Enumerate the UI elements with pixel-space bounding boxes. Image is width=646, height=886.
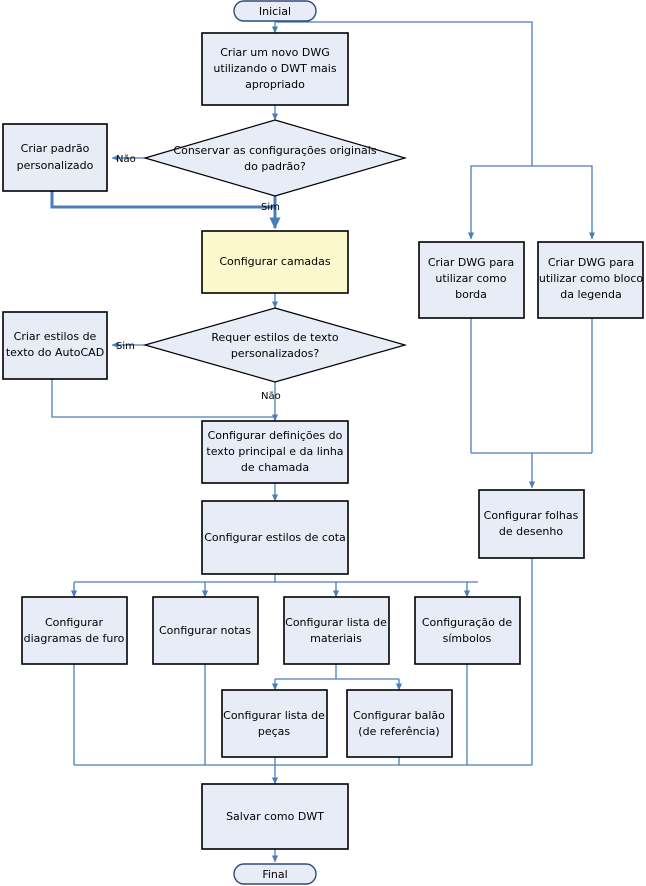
node-configure-layers-label: Configurar camadas bbox=[219, 255, 331, 268]
node-configure-bom[interactable]: Configurar lista de materiais bbox=[283, 596, 390, 665]
edge-label-defaults-no: Não bbox=[116, 154, 136, 165]
node-configure-sheets-line-1: Configurar folhas bbox=[484, 509, 579, 522]
node-dwg-title-block-line-3: da legenda bbox=[560, 288, 622, 301]
node-dwg-border[interactable]: Criar DWG para utilizar como borda bbox=[418, 241, 525, 319]
connector-custom-standard-merge bbox=[50, 191, 275, 209]
node-configure-symbols-line-2: símbolos bbox=[443, 632, 492, 645]
node-dwg-border-line-3: borda bbox=[455, 288, 487, 301]
node-create-textstyles-line-1: Criar estilos de bbox=[14, 330, 97, 343]
node-configure-parts-list-line-2: peças bbox=[258, 725, 291, 738]
node-configure-balloon-line-1: Configurar balão bbox=[353, 709, 445, 722]
node-end-label: Final bbox=[262, 868, 287, 881]
node-create-dwg-line-2: utilizando o DWT mais bbox=[213, 62, 336, 75]
node-configure-parts-list[interactable]: Configurar lista de peças bbox=[221, 689, 328, 758]
node-dwg-border-line-1: Criar DWG para bbox=[428, 256, 514, 269]
node-configure-text-defs-line-2: texto principal e da linha bbox=[206, 445, 343, 458]
node-configure-balloon-line-2: (de referência) bbox=[358, 725, 439, 738]
connector-branch-to-dwg-title-block bbox=[532, 165, 596, 240]
node-decision-textstyles-line-1: Requer estilos de texto bbox=[211, 331, 338, 344]
edge-label-textstyles-no: Não bbox=[261, 391, 281, 402]
node-save-dwt[interactable]: Salvar como DWT bbox=[201, 783, 349, 850]
node-dwg-border-line-2: utilizar como bbox=[435, 272, 506, 285]
connector-branch-to-dwg-border bbox=[467, 165, 532, 240]
node-configure-sheets[interactable]: Configurar folhas de desenho bbox=[478, 489, 585, 559]
node-configure-text-defs[interactable]: Configurar definições do texto principal… bbox=[201, 420, 349, 484]
node-configure-notes-label: Configurar notas bbox=[159, 624, 251, 637]
node-dwg-title-block-line-2: utilizar como bloco bbox=[539, 272, 644, 285]
node-end[interactable]: Final bbox=[233, 863, 317, 885]
connector-start-to-right-branch bbox=[275, 21, 533, 166]
node-dwg-title-block-line-1: Criar DWG para bbox=[548, 256, 634, 269]
node-decision-defaults-line-2: do padrão? bbox=[244, 160, 306, 173]
node-create-dwg-line-1: Criar um novo DWG bbox=[220, 46, 330, 59]
node-create-textstyles[interactable]: Criar estilos de texto do AutoCAD bbox=[2, 311, 108, 380]
edge-label-defaults-yes: Sim bbox=[261, 202, 280, 213]
node-configure-bom-line-1: Configurar lista de bbox=[285, 616, 387, 629]
node-configure-text-defs-line-3: de chamada bbox=[241, 461, 309, 474]
node-configure-hole-charts-line-2: diagramas de furo bbox=[24, 632, 125, 645]
node-configure-text-defs-line-1: Configurar definições do bbox=[208, 429, 343, 442]
node-custom-standard-line-1: Criar padrão bbox=[21, 142, 90, 155]
node-configure-dim-styles-label: Configurar estilos de cota bbox=[204, 531, 346, 544]
node-configure-notes[interactable]: Configurar notas bbox=[152, 596, 259, 665]
edge-label-textstyles-yes: Sim bbox=[116, 341, 135, 352]
node-decision-defaults[interactable]: Conservar as configurações originais do … bbox=[142, 119, 408, 197]
node-custom-standard-line-2: personalizado bbox=[17, 159, 94, 172]
node-configure-sheets-line-2: de desenho bbox=[499, 525, 563, 538]
node-save-dwt-label: Salvar como DWT bbox=[226, 810, 324, 823]
node-create-dwg[interactable]: Criar um novo DWG utilizando o DWT mais … bbox=[201, 32, 349, 106]
node-configure-dim-styles[interactable]: Configurar estilos de cota bbox=[201, 500, 349, 575]
node-configure-parts-list-line-1: Configurar lista de bbox=[223, 709, 325, 722]
connector-create-textstyles-merge bbox=[51, 379, 275, 418]
node-configure-hole-charts[interactable]: Configurar diagramas de furo bbox=[21, 596, 128, 665]
node-dwg-title-block[interactable]: Criar DWG para utilizar como bloco da le… bbox=[537, 241, 644, 319]
node-configure-balloon[interactable]: Configurar balão (de referência) bbox=[346, 689, 453, 758]
node-custom-standard[interactable]: Criar padrão personalizado bbox=[2, 123, 108, 192]
node-configure-hole-charts-line-1: Configurar bbox=[45, 616, 104, 629]
node-decision-defaults-line-1: Conservar as configurações originais bbox=[173, 144, 376, 157]
node-start-label: Inicial bbox=[259, 5, 291, 18]
node-create-dwg-line-3: apropriado bbox=[245, 78, 305, 91]
node-configure-layers[interactable]: Configurar camadas bbox=[201, 230, 349, 294]
node-configure-symbols[interactable]: Configuração de símbolos bbox=[414, 596, 521, 665]
node-configure-bom-line-2: materiais bbox=[310, 632, 362, 645]
node-decision-textstyles[interactable]: Requer estilos de texto personalizados? bbox=[142, 307, 408, 383]
node-start[interactable]: Inicial bbox=[233, 0, 317, 22]
node-decision-textstyles-line-2: personalizados? bbox=[231, 347, 320, 360]
node-create-textstyles-line-2: texto do AutoCAD bbox=[6, 346, 104, 359]
node-configure-symbols-line-1: Configuração de bbox=[422, 616, 513, 629]
